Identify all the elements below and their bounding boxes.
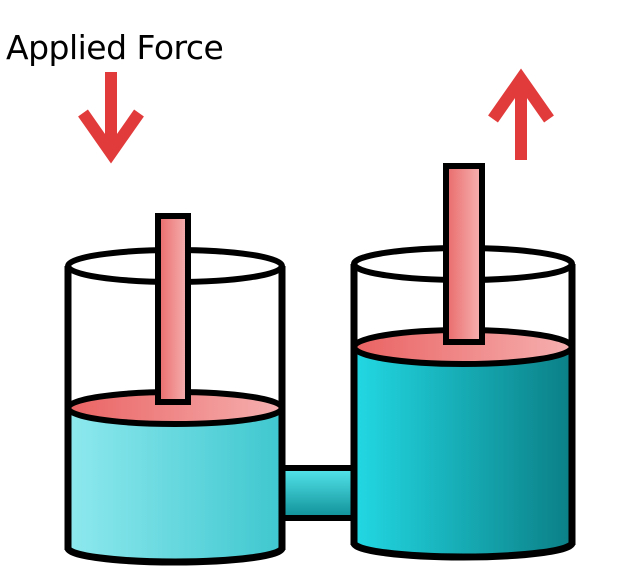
left-piston-rod: [155, 213, 191, 405]
right-piston-rod: [443, 163, 485, 345]
applied-force-label: Applied Force: [6, 28, 224, 67]
up-arrow-icon: [488, 68, 554, 160]
left-cylinder: [64, 213, 286, 566]
down-arrow-icon: [78, 72, 144, 164]
right-cylinder: [350, 163, 576, 561]
connecting-pipe: [273, 465, 361, 521]
